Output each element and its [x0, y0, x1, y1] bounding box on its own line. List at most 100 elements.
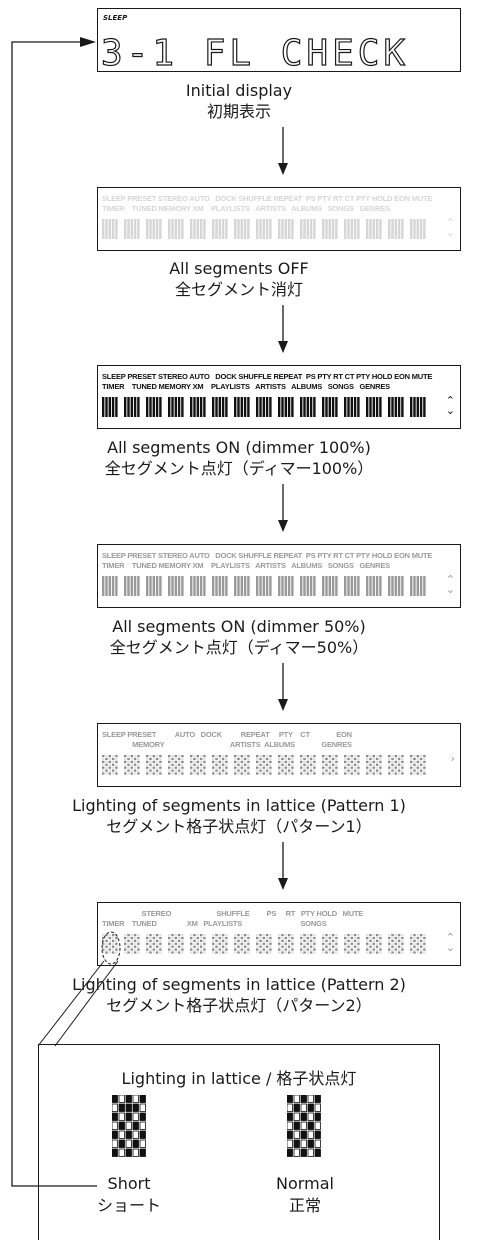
lattice-dot: [243, 948, 247, 951]
segment-bar: [259, 397, 262, 417]
lattice-dot: [137, 936, 140, 940]
lattice-dot: [256, 757, 259, 761]
lattice-dot: [313, 760, 316, 763]
lattice-dot: [278, 948, 281, 951]
lattice-dot: [127, 939, 130, 942]
lattice-dot: [237, 945, 240, 948]
segment-bar: [278, 576, 281, 596]
lattice-cell: [300, 1148, 307, 1157]
lattice-dot: [419, 939, 423, 942]
lattice-dot: [357, 939, 360, 942]
lattice-dot: [237, 769, 240, 772]
lattice-dot: [313, 763, 316, 766]
lattice-dot: [410, 772, 413, 775]
lattice-dot: [215, 951, 218, 954]
lattice-dot: [237, 942, 240, 945]
lattice-dot: [203, 769, 206, 772]
segment-bar: [127, 576, 130, 596]
lattice-cell: [293, 1148, 300, 1157]
lattice-dot: [155, 766, 159, 769]
lattice-dot: [146, 763, 149, 766]
lattice-dot: [372, 763, 375, 766]
lattice-dot: [196, 763, 199, 766]
lattice-dot: [313, 755, 316, 758]
lattice-dot: [306, 936, 309, 940]
lattice-dot: [181, 945, 184, 948]
lattice-dot: [416, 945, 419, 948]
short-label-en: Short: [107, 1174, 151, 1193]
lattice-dot: [265, 772, 269, 775]
segment-bar: [344, 576, 347, 596]
lattice-dot: [313, 769, 316, 772]
lattice-dot: [234, 945, 237, 948]
lattice-dot: [322, 945, 325, 948]
lattice-dot: [130, 772, 133, 775]
lattice-dot: [115, 769, 118, 772]
lattice-dot: [193, 772, 196, 775]
segment-bar: [397, 576, 401, 596]
segment-bar: [413, 219, 416, 239]
lattice-dot: [303, 945, 306, 948]
lattice-dot: [335, 766, 338, 769]
lattice-dot: [328, 760, 331, 763]
lattice-dot: [155, 942, 159, 945]
lattice-dot: [287, 766, 291, 769]
lattice-dot: [350, 934, 353, 937]
lattice-dot: [168, 945, 171, 948]
lattice-dot: [281, 936, 284, 940]
lattice-dot: [225, 763, 228, 766]
lattice-dot: [177, 942, 181, 945]
segment-bar: [410, 397, 413, 417]
lattice-cell: [287, 1103, 293, 1112]
lattice-dot: [313, 951, 316, 954]
lattice-dot: [375, 942, 379, 945]
lattice-dot: [108, 757, 111, 761]
lattice-dot: [199, 769, 203, 772]
lattice-dot: [300, 936, 303, 940]
lattice-dot: [199, 934, 203, 937]
lattice-dot: [221, 757, 225, 761]
lattice-dot: [181, 757, 184, 761]
segment-bar: [347, 576, 350, 596]
lattice-dot: [115, 942, 118, 945]
caption-ja: セグメント格子状点灯（パターン1）: [106, 817, 372, 836]
lattice-dot: [300, 769, 303, 772]
lattice-dot: [284, 769, 287, 772]
lattice-dot: [212, 945, 215, 948]
lattice-dot: [237, 755, 240, 758]
segment-bar: [243, 219, 247, 239]
segment-bar: [322, 576, 325, 596]
segment-bar: [369, 576, 372, 596]
lattice-dot: [130, 763, 133, 766]
lattice-dot: [306, 942, 309, 945]
segment-bar: [397, 397, 401, 417]
lattice-dot: [146, 755, 149, 758]
lattice-cell: [307, 1103, 314, 1112]
lattice-dot: [262, 769, 265, 772]
lattice-dot: [353, 763, 357, 766]
lattice-dot: [265, 945, 269, 948]
lattice-cell: [293, 1095, 300, 1103]
lattice-dot: [366, 766, 369, 769]
lattice-dot: [265, 757, 269, 761]
lattice-dot: [394, 934, 397, 937]
lattice-dot: [281, 939, 284, 942]
lattice-dot: [259, 945, 262, 948]
segment-bar: [353, 576, 357, 596]
lattice-dot: [328, 942, 331, 945]
lattice-dot: [331, 942, 335, 945]
lattice-dot: [259, 951, 262, 954]
lattice-dot: [130, 766, 133, 769]
lattice-dot: [372, 755, 375, 758]
lattice-dot: [199, 766, 203, 769]
scroll-chevron-icon: ⌃⌄: [445, 394, 455, 417]
lattice-dot: [218, 951, 221, 954]
segment-bar: [344, 219, 347, 239]
lattice-dot: [168, 755, 171, 758]
lattice-dot: [130, 936, 133, 940]
lattice-dot: [133, 757, 137, 761]
lattice-dot: [394, 763, 397, 766]
lattice-dot: [152, 755, 155, 758]
lattice-dot: [388, 948, 391, 951]
lattice-cell: [132, 1095, 139, 1103]
